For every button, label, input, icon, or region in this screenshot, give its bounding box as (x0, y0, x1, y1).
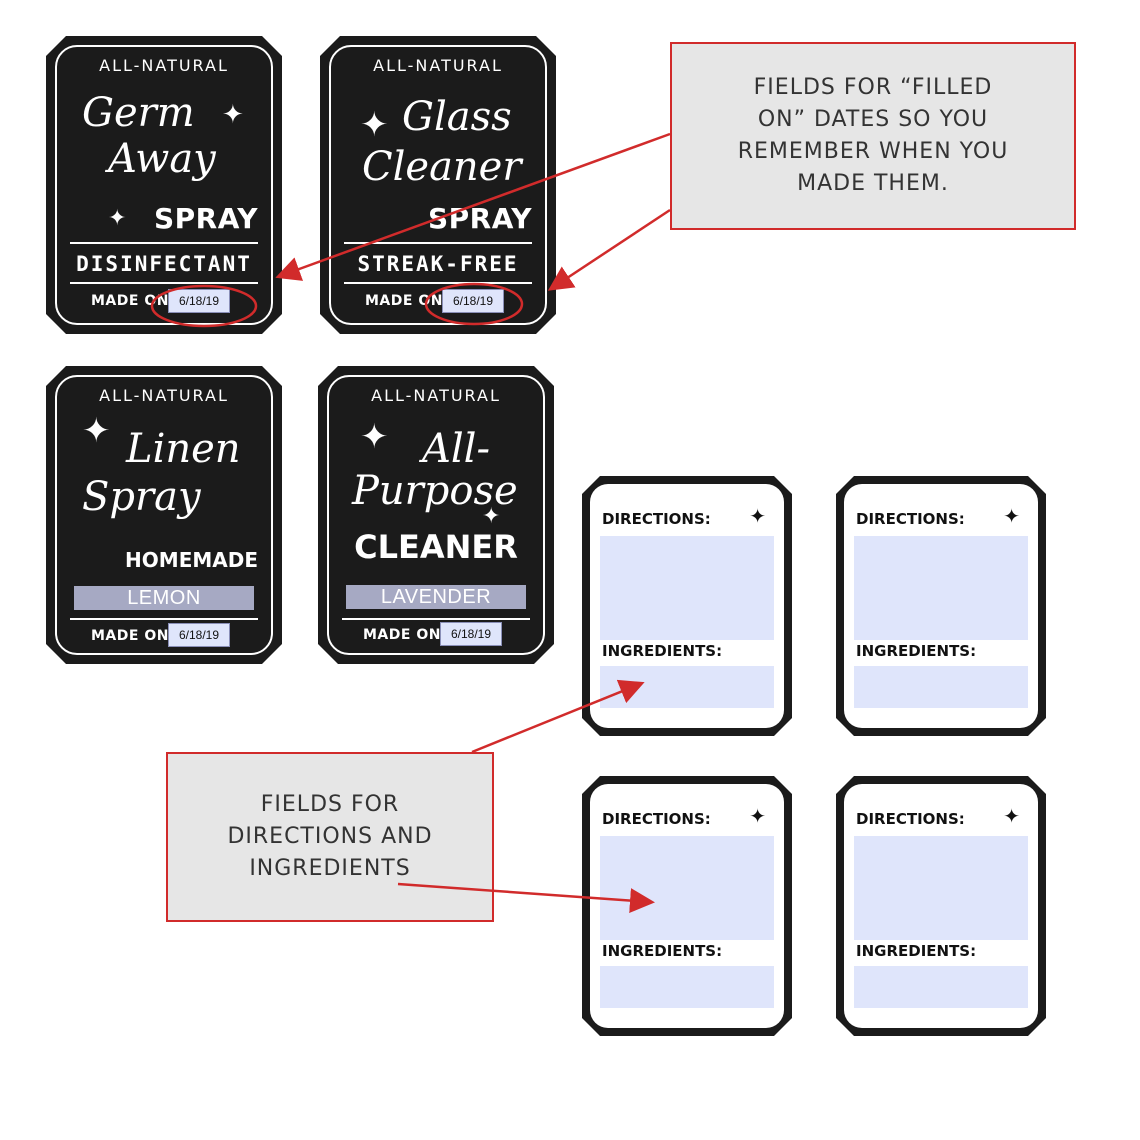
arrow-to-ingredients (471, 679, 645, 754)
scent-banner[interactable]: LEMON (74, 586, 254, 610)
label-top-text: ALL-NATURAL (99, 56, 229, 75)
directions-card: DIRECTIONS: ✦ INGREDIENTS: (836, 476, 1046, 736)
label-top-text: ALL-NATURAL (99, 386, 229, 405)
callout-line: ON” DATES SO YOU (757, 107, 989, 132)
label-top-text: ALL-NATURAL (373, 56, 503, 75)
arrow-to-date-2 (547, 208, 671, 291)
date-highlight-ellipse (424, 282, 524, 326)
label-script-line2: Away (108, 136, 216, 182)
directions-field[interactable] (600, 836, 774, 940)
made-on-date-field[interactable]: 6/18/19 (168, 289, 230, 313)
callout-line: REMEMBER WHEN YOU (737, 139, 1009, 164)
made-on-date-field[interactable]: 6/18/19 (442, 289, 504, 313)
made-on-date-field[interactable]: 6/18/19 (168, 623, 230, 647)
ingredients-field[interactable] (854, 666, 1028, 708)
directions-field[interactable] (854, 536, 1028, 640)
sparkle-icon: ✦ (482, 504, 501, 529)
label-script-line1: Linen (126, 426, 241, 472)
label-script-line2: Spray (82, 474, 201, 520)
sparkle-icon: ✦ (1003, 504, 1020, 528)
directions-card: DIRECTIONS: ✦ INGREDIENTS: (836, 776, 1046, 1036)
label-germ-away: ALL-NATURAL Germ Away ✦ ✦ SPRAY DISINFEC… (46, 36, 282, 334)
directions-heading: DIRECTIONS: (602, 510, 711, 528)
sparkle-icon: ✦ (749, 504, 766, 528)
label-linen-spray: ALL-NATURAL ✦ Linen Spray HOMEMADE LEMON… (46, 366, 282, 664)
label-script-line1: Germ (82, 90, 195, 136)
callout-line: FIELDS FOR “FILLED (753, 75, 993, 100)
label-type: SPRAY (153, 202, 258, 235)
label-type: HOMEMADE (125, 548, 258, 572)
sparkle-icon: ✦ (749, 804, 766, 828)
made-on-date-field[interactable]: 6/18/19 (440, 622, 502, 646)
fields-callout: FIELDS FOR DIRECTIONS AND INGREDIENTS (166, 752, 494, 922)
label-top-text: ALL-NATURAL (371, 386, 501, 405)
ingredients-heading: INGREDIENTS: (602, 942, 723, 960)
ingredients-heading: INGREDIENTS: (856, 942, 977, 960)
label-script-line1: Glass (402, 94, 512, 140)
callout-line: INGREDIENTS (249, 856, 411, 881)
callout-line: FIELDS FOR (260, 792, 400, 817)
sparkle-icon: ✦ (1003, 804, 1020, 828)
label-subtitle: STREAK-FREE (357, 252, 519, 276)
ingredients-heading: INGREDIENTS: (856, 642, 977, 660)
ingredients-heading: INGREDIENTS: (602, 642, 723, 660)
dates-callout: FIELDS FOR “FILLED ON” DATES SO YOU REME… (670, 42, 1076, 230)
label-type: CLEANER (354, 528, 518, 566)
sparkle-icon: ✦ (82, 411, 111, 451)
callout-line: MADE THEM. (797, 171, 949, 196)
directions-card: DIRECTIONS: ✦ INGREDIENTS: (582, 776, 792, 1036)
label-glass-cleaner: ALL-NATURAL ✦ Glass Cleaner SPRAY STREAK… (320, 36, 556, 334)
scent-banner[interactable]: LAVENDER (346, 585, 526, 609)
label-script-line2: Purpose (352, 468, 518, 514)
sparkle-icon: ✦ (108, 206, 127, 231)
directions-heading: DIRECTIONS: (602, 810, 711, 828)
made-on-label: MADE ON: (91, 628, 176, 644)
label-script-line2: Cleaner (362, 144, 522, 190)
directions-card: DIRECTIONS: ✦ INGREDIENTS: (582, 476, 792, 736)
label-all-purpose-cleaner: ALL-NATURAL ✦ All- Purpose ✦ CLEANER LAV… (318, 366, 554, 664)
ingredients-field[interactable] (854, 966, 1028, 1008)
directions-field[interactable] (600, 536, 774, 640)
ingredients-field[interactable] (600, 966, 774, 1008)
callout-line: DIRECTIONS AND (227, 824, 433, 849)
arrow-to-date-1 (275, 132, 671, 281)
directions-heading: DIRECTIONS: (856, 810, 965, 828)
sparkle-icon: ✦ (222, 100, 244, 130)
directions-heading: DIRECTIONS: (856, 510, 965, 528)
label-type: SPRAY (427, 202, 532, 235)
label-script-line1: All- (422, 426, 490, 472)
made-on-label: MADE ON: (363, 627, 448, 643)
label-subtitle: DISINFECTANT (76, 252, 252, 276)
arrow-to-directions (397, 882, 655, 914)
sparkle-icon: ✦ (360, 417, 389, 457)
date-highlight-ellipse (150, 284, 258, 328)
directions-field[interactable] (854, 836, 1028, 940)
sparkle-icon: ✦ (360, 105, 389, 145)
made-on-label: MADE ON: (91, 293, 176, 309)
